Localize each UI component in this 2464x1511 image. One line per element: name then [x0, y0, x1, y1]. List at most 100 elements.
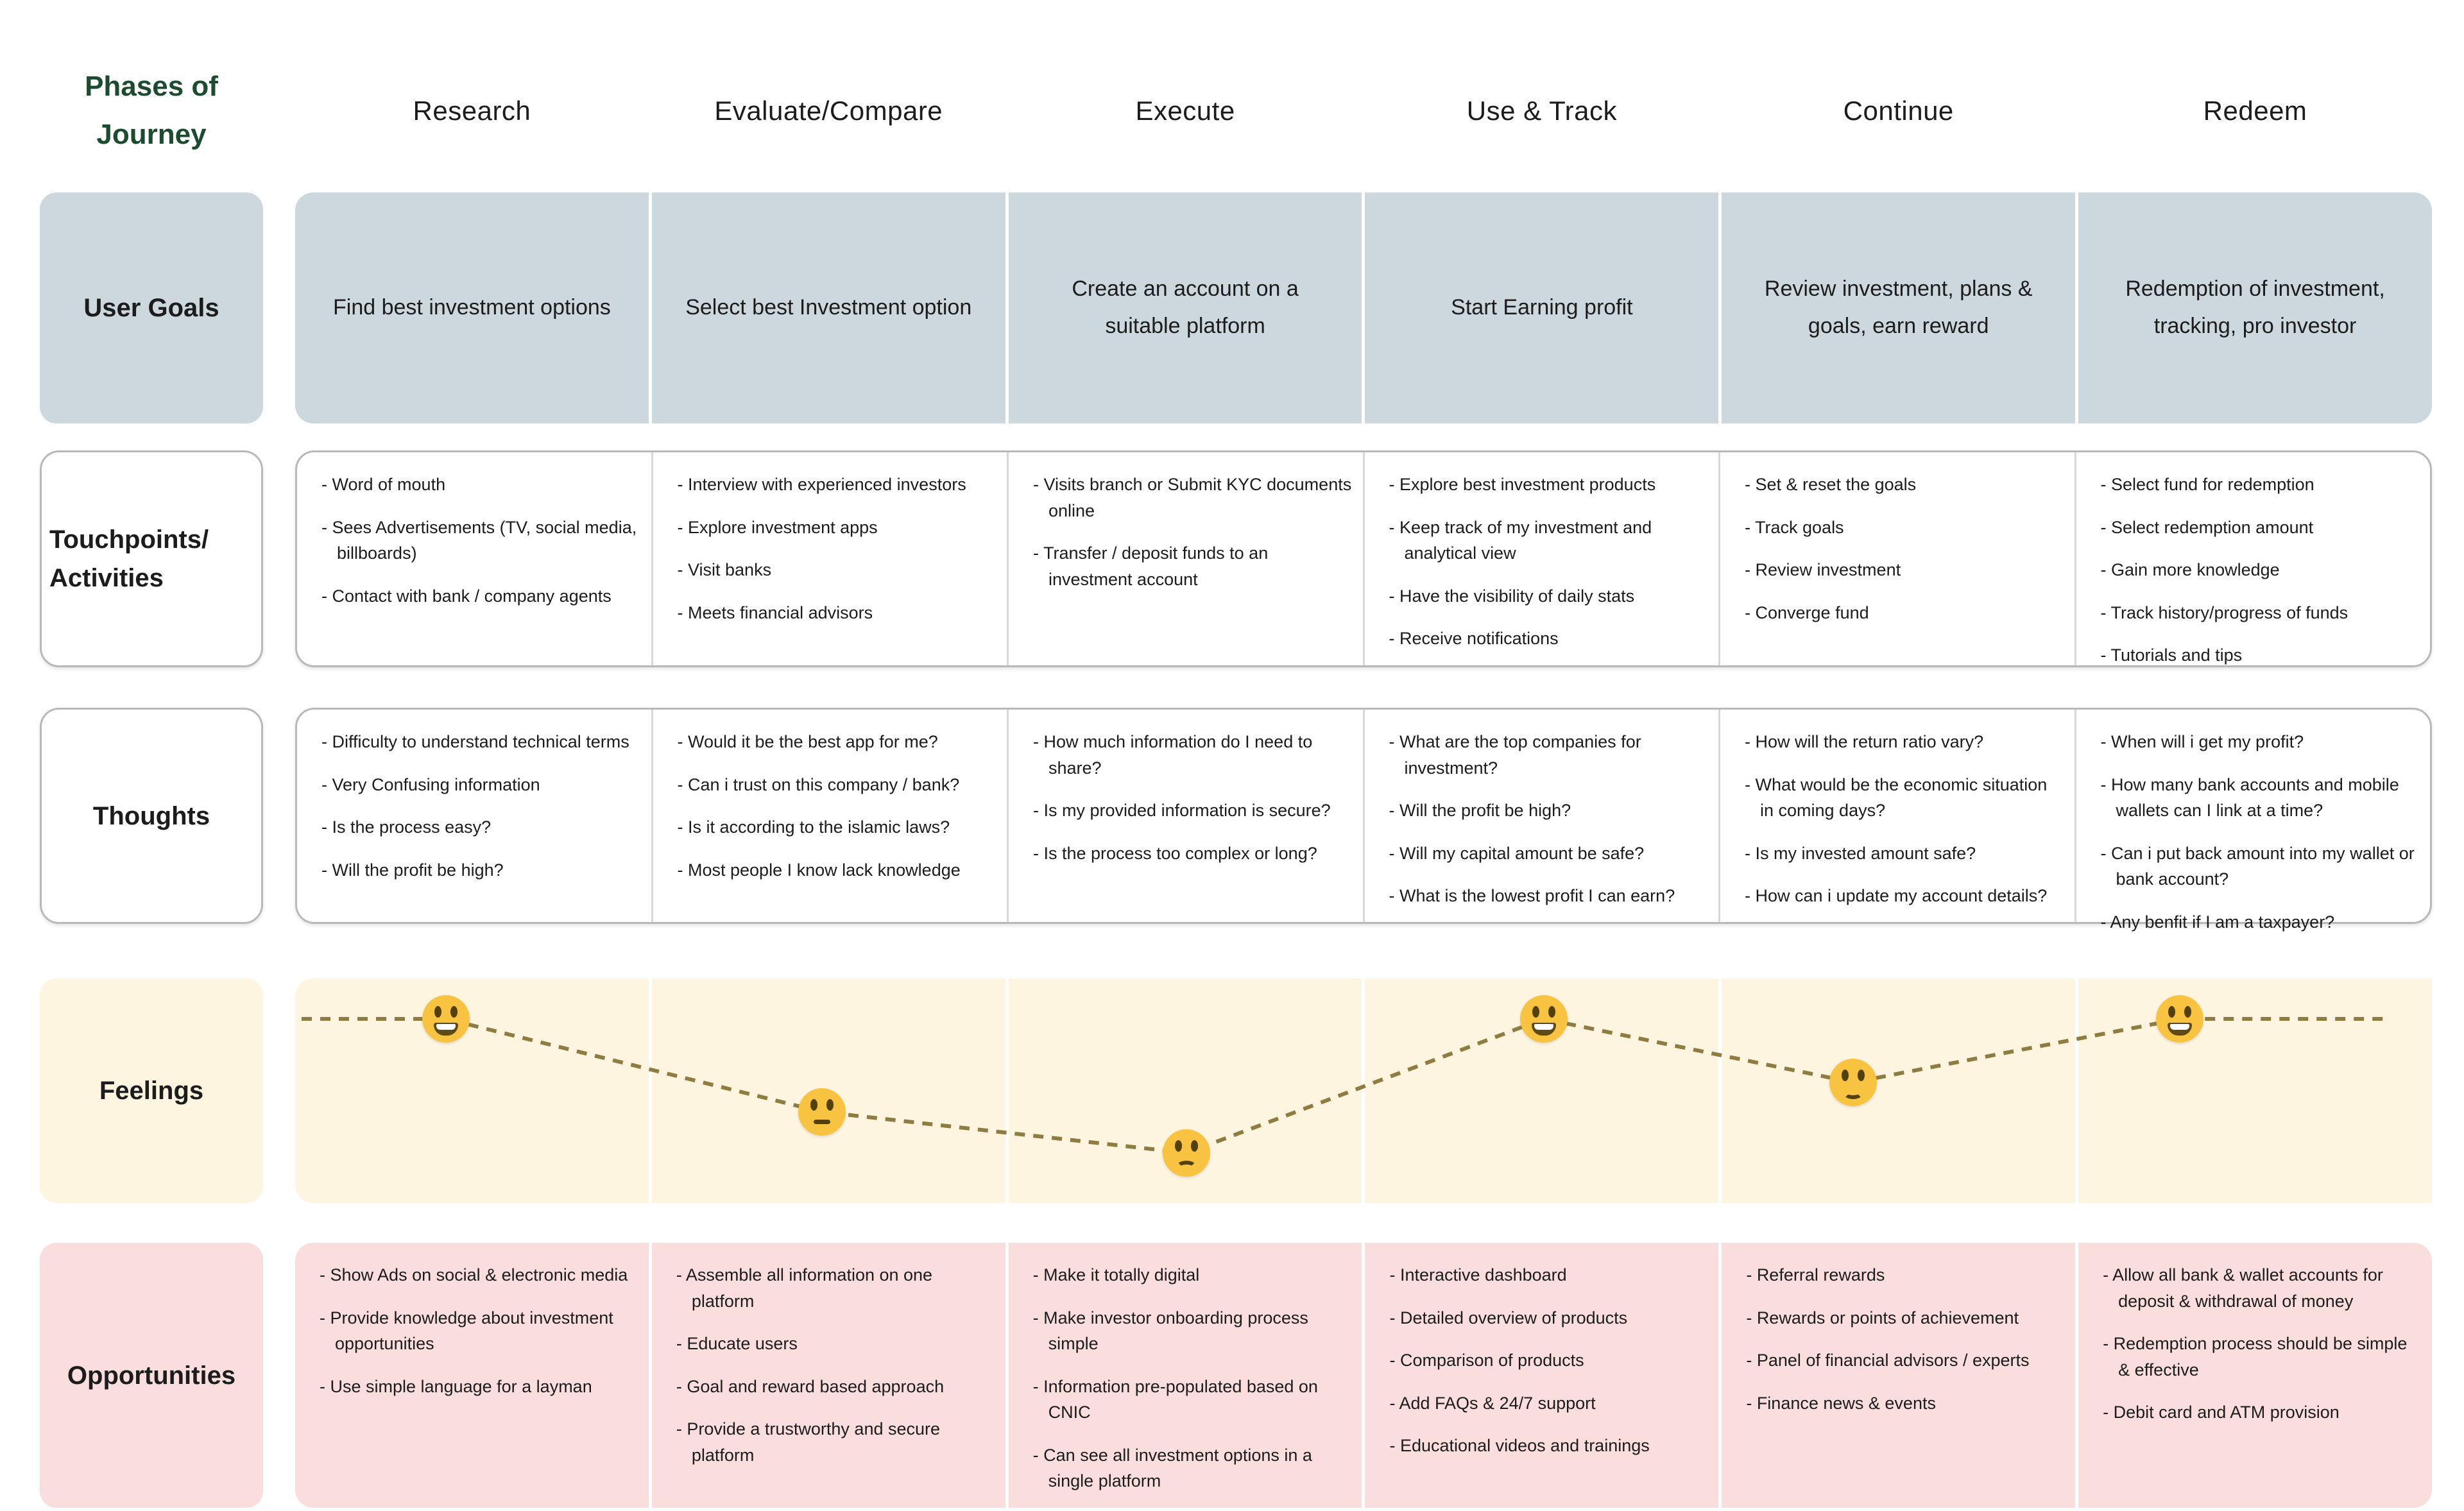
feelings-row: Feelings — [40, 978, 2432, 1203]
phase-labels: Research Evaluate/Compare Execute Use & … — [295, 96, 2432, 126]
list-item: Interview with experienced investors — [678, 472, 997, 498]
list-item: Detailed overview of products — [1389, 1305, 1708, 1331]
list-item: Make investor onboarding process simple — [1033, 1305, 1352, 1357]
row-label-touchpoints: Touchpoints/ Activities — [40, 450, 263, 667]
row-label-user-goals: User Goals — [40, 192, 263, 423]
list-item: Most people I know lack knowledge — [678, 857, 997, 884]
thoughts-cell: When will i get my profit? How many bank… — [2074, 710, 2431, 932]
list-item: Track goals — [1745, 515, 2064, 541]
list-item: Educate users — [676, 1331, 995, 1357]
list-item: Provide a trustworthy and secure platfor… — [676, 1416, 995, 1468]
list-item: Add FAQs & 24/7 support — [1389, 1390, 1708, 1417]
phase-continue: Continue — [1843, 95, 1954, 126]
list-item: Will my capital amount be safe? — [1389, 841, 1709, 867]
list-item: When will i get my profit? — [2101, 729, 2420, 755]
touchpoints-cell: Word of mouth Sees Advertisements (TV, s… — [297, 452, 651, 665]
opportunities-cell: Allow all bank & wallet accounts for dep… — [2078, 1243, 2432, 1508]
feelings-cell — [295, 978, 649, 1203]
list-item: Receive notifications — [1389, 626, 1709, 652]
emoji-grin-icon — [2156, 995, 2204, 1043]
feelings-cell — [1722, 978, 2076, 1203]
emoji-sad-icon — [1162, 1129, 1210, 1177]
list-item: Is it according to the islamic laws? — [678, 814, 997, 841]
list-item: Visit banks — [678, 557, 997, 583]
list-item: Provide knowledge about investment oppor… — [320, 1305, 638, 1357]
list-item: How many bank accounts and mobile wallet… — [2101, 772, 2420, 824]
list-item: Is my provided information is secure? — [1033, 798, 1353, 824]
list-item: How will the return ratio vary? — [1745, 729, 2064, 755]
list-item: What would be the economic situation in … — [1745, 772, 2064, 824]
phases-title: Phases of Journey — [85, 70, 218, 150]
thoughts-cell: What are the top companies for investmen… — [1362, 710, 1719, 922]
list-item: Keep track of my investment and analytic… — [1389, 515, 1709, 567]
feelings-cell — [2078, 978, 2432, 1203]
feelings-band — [295, 978, 2432, 1203]
list-item: Word of mouth — [321, 472, 641, 498]
user-goal-cell: Find best investment options — [295, 192, 649, 423]
thoughts-cell: How will the return ratio vary? What wou… — [1718, 710, 2075, 922]
thoughts-cell: Difficulty to understand technical terms… — [297, 710, 651, 922]
touchpoints-cell: Set & reset the goals Track goals Review… — [1718, 452, 2075, 665]
emoji-smile-icon — [1829, 1059, 1877, 1107]
opportunities-cell: Show Ads on social & electronic media Pr… — [295, 1243, 649, 1508]
list-item: Have the visibility of daily stats — [1389, 583, 1709, 610]
user-goal-cell: Redemption of investment, tracking, pro … — [2078, 192, 2432, 423]
user-goal-cell: Select best Investment option — [651, 192, 1005, 423]
list-item: How much information do I need to share? — [1033, 729, 1353, 781]
list-item: Select redemption amount — [2101, 515, 2420, 541]
list-item: Assemble all information on one platform — [676, 1262, 995, 1314]
list-item: Set & reset the goals — [1745, 472, 2064, 498]
list-item: Review investment — [1745, 557, 2064, 583]
thoughts-row: Thoughts Difficulty to understand techni… — [40, 708, 2432, 932]
phase-use-track: Use & Track — [1466, 95, 1618, 126]
user-goal-cell: Start Earning profit — [1365, 192, 1719, 423]
row-label-thoughts: Thoughts — [40, 708, 263, 924]
list-item: Would it be the best app for me? — [678, 729, 997, 755]
touchpoints-cell: Visits branch or Submit KYC documents on… — [1007, 452, 1363, 665]
touchpoints-cell: Explore best investment products Keep tr… — [1362, 452, 1719, 665]
opportunities-row: Opportunities Show Ads on social & elect… — [40, 1243, 2432, 1508]
list-item: Educational videos and trainings — [1389, 1433, 1708, 1459]
touchpoints-band: Word of mouth Sees Advertisements (TV, s… — [295, 450, 2432, 667]
opportunities-band: Show Ads on social & electronic media Pr… — [295, 1243, 2432, 1508]
thoughts-cell: Would it be the best app for me? Can i t… — [651, 710, 1007, 922]
list-item: Comparison of products — [1389, 1347, 1708, 1374]
list-item: Can i trust on this company / bank? — [678, 772, 997, 798]
list-item: Difficulty to understand technical terms — [321, 729, 641, 755]
row-label-feelings: Feelings — [40, 978, 263, 1203]
list-item: Allow all bank & wallet accounts for dep… — [2103, 1262, 2422, 1314]
emoji-grin-icon — [422, 995, 470, 1043]
list-item: Referral rewards — [1746, 1262, 2065, 1288]
list-item: Is the process easy? — [321, 814, 641, 841]
list-item: Goal and reward based approach — [676, 1374, 995, 1400]
opportunities-cell: Referral rewards Rewards or points of ac… — [1722, 1243, 2076, 1508]
list-item: Is the process too complex or long? — [1033, 841, 1353, 867]
touchpoints-cell: Select fund for redemption Select redemp… — [2074, 452, 2431, 665]
list-item: Interactive dashboard — [1389, 1262, 1708, 1288]
list-item: Is my invested amount safe? — [1745, 841, 2064, 867]
list-item: Any benfit if I am a taxpayer? — [2101, 909, 2420, 935]
emoji-grin-icon — [1520, 995, 1568, 1043]
list-item: Gain more knowledge — [2101, 557, 2420, 583]
list-item: Track history/progress of funds — [2101, 600, 2420, 626]
list-item: What are the top companies for investmen… — [1389, 729, 1709, 781]
phase-research: Research — [413, 95, 531, 126]
phase-redeem: Redeem — [2203, 95, 2307, 126]
list-item: Show Ads on social & electronic media — [320, 1262, 638, 1288]
emoji-neutral-icon — [798, 1088, 846, 1136]
thoughts-cell: How much information do I need to share?… — [1007, 710, 1363, 922]
list-item: Debit card and ATM provision — [2103, 1399, 2422, 1426]
list-item: Transfer / deposit funds to an investmen… — [1033, 540, 1353, 592]
list-item: Finance news & events — [1746, 1390, 2065, 1417]
list-item: Meets financial advisors — [678, 600, 997, 626]
touchpoints-cell: Interview with experienced investors Exp… — [651, 452, 1007, 665]
list-item: Can see all investment options in a sing… — [1033, 1442, 1352, 1494]
list-item: Select fund for redemption — [2101, 472, 2420, 498]
list-item: Tutorials and tips — [2101, 642, 2420, 669]
list-item: Can i put back amount into my wallet or … — [2101, 841, 2420, 892]
list-item: Use simple language for a layman — [320, 1374, 638, 1400]
list-item: Explore best investment products — [1389, 472, 1709, 498]
list-item: Make it totally digital — [1033, 1262, 1352, 1288]
list-item: Sees Advertisements (TV, social media, b… — [321, 515, 641, 567]
